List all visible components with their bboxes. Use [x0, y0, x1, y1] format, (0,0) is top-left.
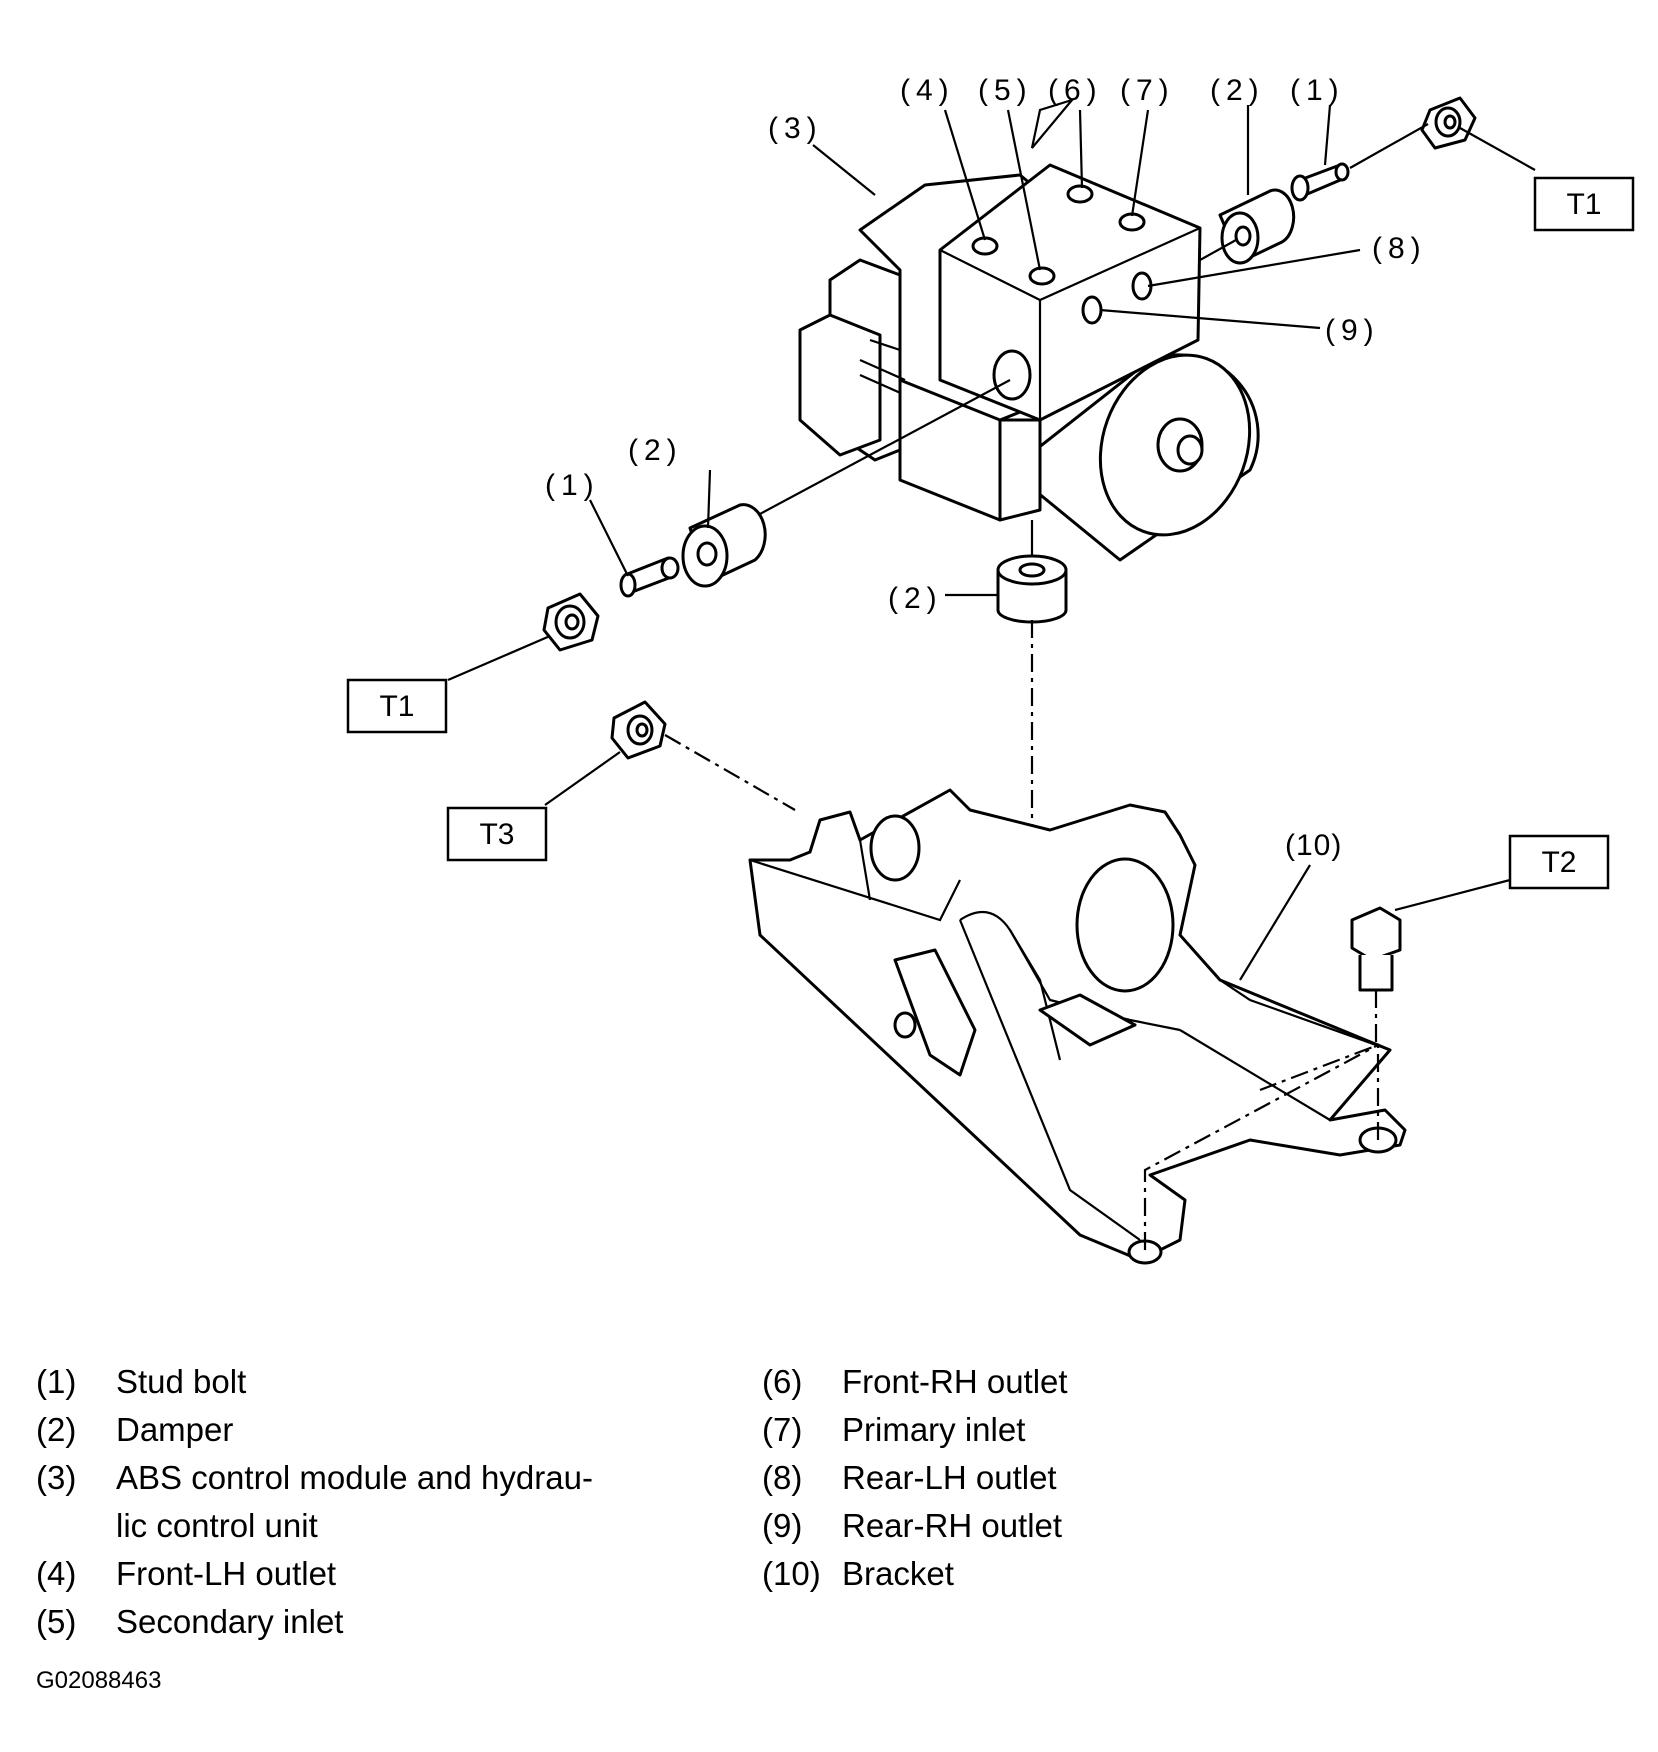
callout-1-left: (1): [545, 469, 600, 502]
abs-hydraulic-unit: [798, 163, 1260, 562]
callout-4: (4): [900, 74, 955, 107]
legend-number: (5): [36, 1603, 77, 1640]
legend-item-continuation: lic control unit: [36, 1502, 593, 1550]
nut-left: [542, 592, 600, 652]
callout-8: (8): [1372, 232, 1427, 265]
damper-left: [681, 503, 767, 588]
callout-2-top: (2): [1210, 74, 1265, 107]
legend-item: (10) Bracket: [762, 1550, 1068, 1598]
legend-number: (8): [762, 1459, 803, 1496]
legend-left-column: (1) Stud bolt (2) Damper (3) ABS control…: [36, 1358, 593, 1646]
bracket: [748, 788, 1407, 1265]
legend-number: (9): [762, 1507, 803, 1544]
legend-item: (3) ABS control module and hydrau-: [36, 1454, 593, 1502]
figure-id: G02088463: [36, 1667, 162, 1694]
legend-item: (9) Rear-RH outlet: [762, 1502, 1068, 1550]
callout-7: (7): [1120, 74, 1175, 107]
legend-item: (8) Rear-LH outlet: [762, 1454, 1068, 1502]
bolt-t2: [1350, 906, 1402, 992]
callout-3: (3): [768, 112, 823, 145]
callout-5: (5): [978, 74, 1033, 107]
stud-bolt-top-right: [1290, 162, 1350, 202]
abs-unit-exploded-diagram: (4) (5) (6) (7) (2) (1) (3) (8) (9) (2) …: [346, 74, 1635, 1265]
legend-text: Front-LH outlet: [116, 1555, 337, 1592]
legend-right-column: (6) Front-RH outlet (7) Primary inlet (8…: [762, 1358, 1068, 1598]
torque-label-t1-left: T1: [379, 690, 414, 723]
callout-9: (9): [1325, 314, 1380, 347]
legend-text: Rear-RH outlet: [842, 1507, 1063, 1544]
legend-text: lic control unit: [116, 1507, 318, 1544]
legend-text: Primary inlet: [842, 1411, 1026, 1448]
torque-label-t1-top: T1: [1566, 188, 1601, 221]
torque-label-t2: T2: [1541, 846, 1576, 879]
legend-number: (3): [36, 1459, 77, 1496]
leader-lines: [447, 97, 1536, 981]
legend-text: Stud bolt: [116, 1363, 247, 1400]
nut-top-right: [1420, 96, 1477, 150]
damper-middle: [996, 554, 1068, 624]
legend-number: (4): [36, 1555, 77, 1592]
legend-item: (7) Primary inlet: [762, 1406, 1068, 1454]
legend-item: (4) Front-LH outlet: [36, 1550, 593, 1598]
legend-number: (6): [762, 1363, 803, 1400]
torque-box-t2: T2: [1508, 834, 1610, 890]
legend-item: (2) Damper: [36, 1406, 593, 1454]
callout-10: (10): [1285, 829, 1342, 862]
legend-number: (7): [762, 1411, 803, 1448]
callout-6: (6): [1048, 74, 1103, 107]
callout-2-left: (2): [628, 434, 683, 467]
torque-box-t1-top: T1: [1533, 176, 1635, 232]
legend-item: (6) Front-RH outlet: [762, 1358, 1068, 1406]
legend-number: (10): [762, 1555, 821, 1592]
legend-text: Front-RH outlet: [842, 1363, 1068, 1400]
legend-text: Rear-LH outlet: [842, 1459, 1057, 1496]
legend-item: (1) Stud bolt: [36, 1358, 593, 1406]
legend-number: (1): [36, 1363, 77, 1400]
torque-box-t3: T3: [446, 806, 548, 862]
legend-text: Secondary inlet: [116, 1603, 344, 1640]
bolt-t3: [610, 700, 667, 760]
torque-label-t3: T3: [479, 818, 514, 851]
legend-text: Damper: [116, 1411, 234, 1448]
callout-2-middle: (2): [888, 582, 943, 615]
damper-top-right: [1218, 188, 1296, 265]
stud-bolt-left: [619, 556, 680, 598]
torque-box-t1-left: T1: [346, 678, 448, 734]
legend-item: (5) Secondary inlet: [36, 1598, 593, 1646]
legend-text: ABS control module and hydrau-: [116, 1459, 593, 1496]
legend-number: (2): [36, 1411, 77, 1448]
legend-text: Bracket: [842, 1555, 954, 1592]
callout-1-top: (1): [1290, 74, 1345, 107]
